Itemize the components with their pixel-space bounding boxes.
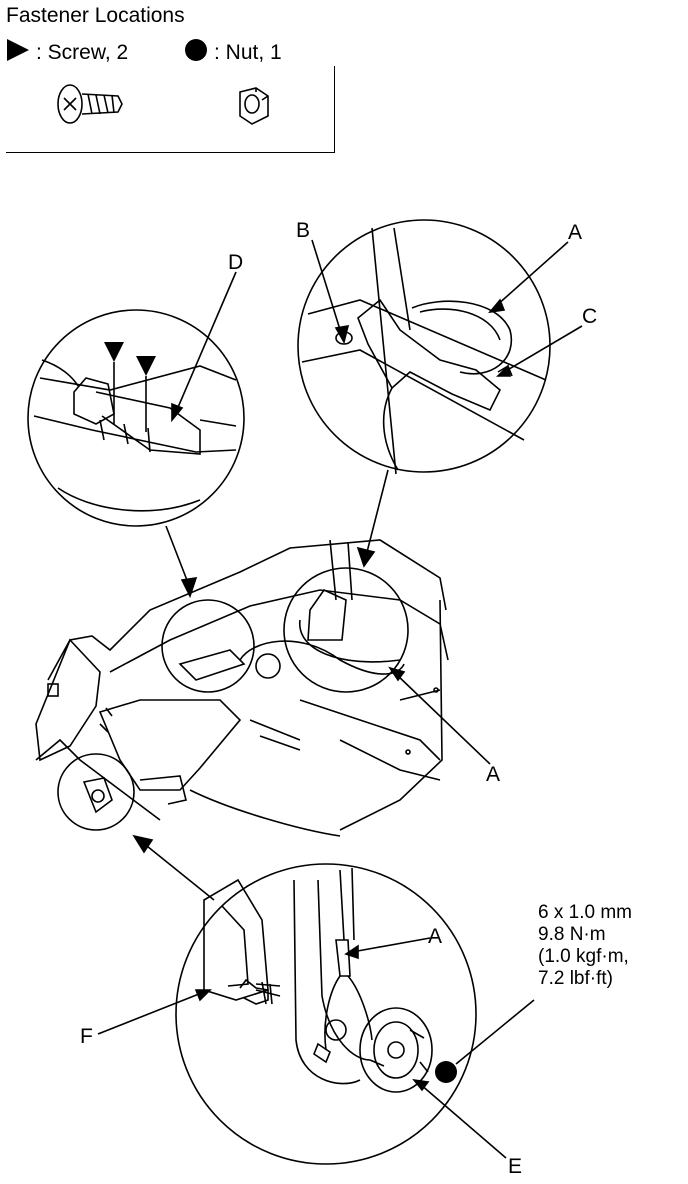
triangle-right-icon bbox=[6, 38, 30, 68]
callout-a-mid: A bbox=[486, 763, 501, 786]
callout-e: E bbox=[508, 1155, 523, 1178]
torque-spec: 6 x 1.0 mm 9.8 N·m (1.0 kgf·m, 7.2 lbf·f… bbox=[538, 902, 632, 990]
detail-circle-aef bbox=[175, 863, 477, 1165]
leader-c bbox=[503, 325, 583, 373]
nut-icon bbox=[239, 87, 269, 125]
leader-f bbox=[97, 991, 205, 1035]
torque-lbfft: 7.2 lbf·ft) bbox=[538, 968, 613, 989]
leader-a-lower bbox=[351, 937, 431, 953]
torque-kgfm: (1.0 kgf·m, bbox=[538, 946, 629, 967]
ref-circle-d bbox=[161, 599, 255, 693]
filled-circle-icon bbox=[184, 38, 208, 68]
callout-b: B bbox=[296, 219, 311, 242]
leader-torque bbox=[455, 999, 535, 1065]
legend-nut-label: : Nut, 1 bbox=[214, 41, 282, 64]
ref-circle-abc bbox=[283, 567, 409, 693]
leader-e bbox=[419, 1083, 507, 1159]
screw-marker bbox=[104, 342, 124, 362]
legend-box bbox=[6, 66, 335, 153]
leader-a-mid bbox=[395, 673, 491, 765]
callout-c: C bbox=[582, 305, 598, 328]
screw-icon bbox=[57, 84, 123, 124]
legend-screw: : Screw, 2 bbox=[6, 38, 128, 68]
nut-marker bbox=[435, 1061, 457, 1083]
leader-a-top bbox=[495, 241, 569, 307]
legend-title: Fastener Locations bbox=[6, 4, 185, 27]
torque-size: 6 x 1.0 mm bbox=[538, 902, 632, 923]
callout-d: D bbox=[228, 251, 244, 274]
callout-a-lower: A bbox=[428, 925, 443, 948]
legend-nut: : Nut, 1 bbox=[184, 38, 282, 68]
legend-screw-label: : Screw, 2 bbox=[36, 41, 129, 64]
detail-circle-d bbox=[27, 309, 245, 527]
torque-nm: 9.8 N·m bbox=[538, 924, 606, 945]
screw-marker bbox=[136, 356, 156, 376]
arrow-d bbox=[165, 525, 198, 599]
arrow-ef bbox=[132, 834, 215, 901]
vehicle-body bbox=[35, 539, 449, 837]
callout-a-top: A bbox=[568, 221, 583, 244]
leader-d bbox=[175, 271, 237, 413]
leader-b bbox=[311, 239, 343, 337]
ref-circle-ef bbox=[57, 753, 135, 831]
detail-circle-abc bbox=[297, 219, 551, 475]
arrow-abc bbox=[356, 469, 389, 568]
callout-f: F bbox=[80, 1025, 93, 1048]
